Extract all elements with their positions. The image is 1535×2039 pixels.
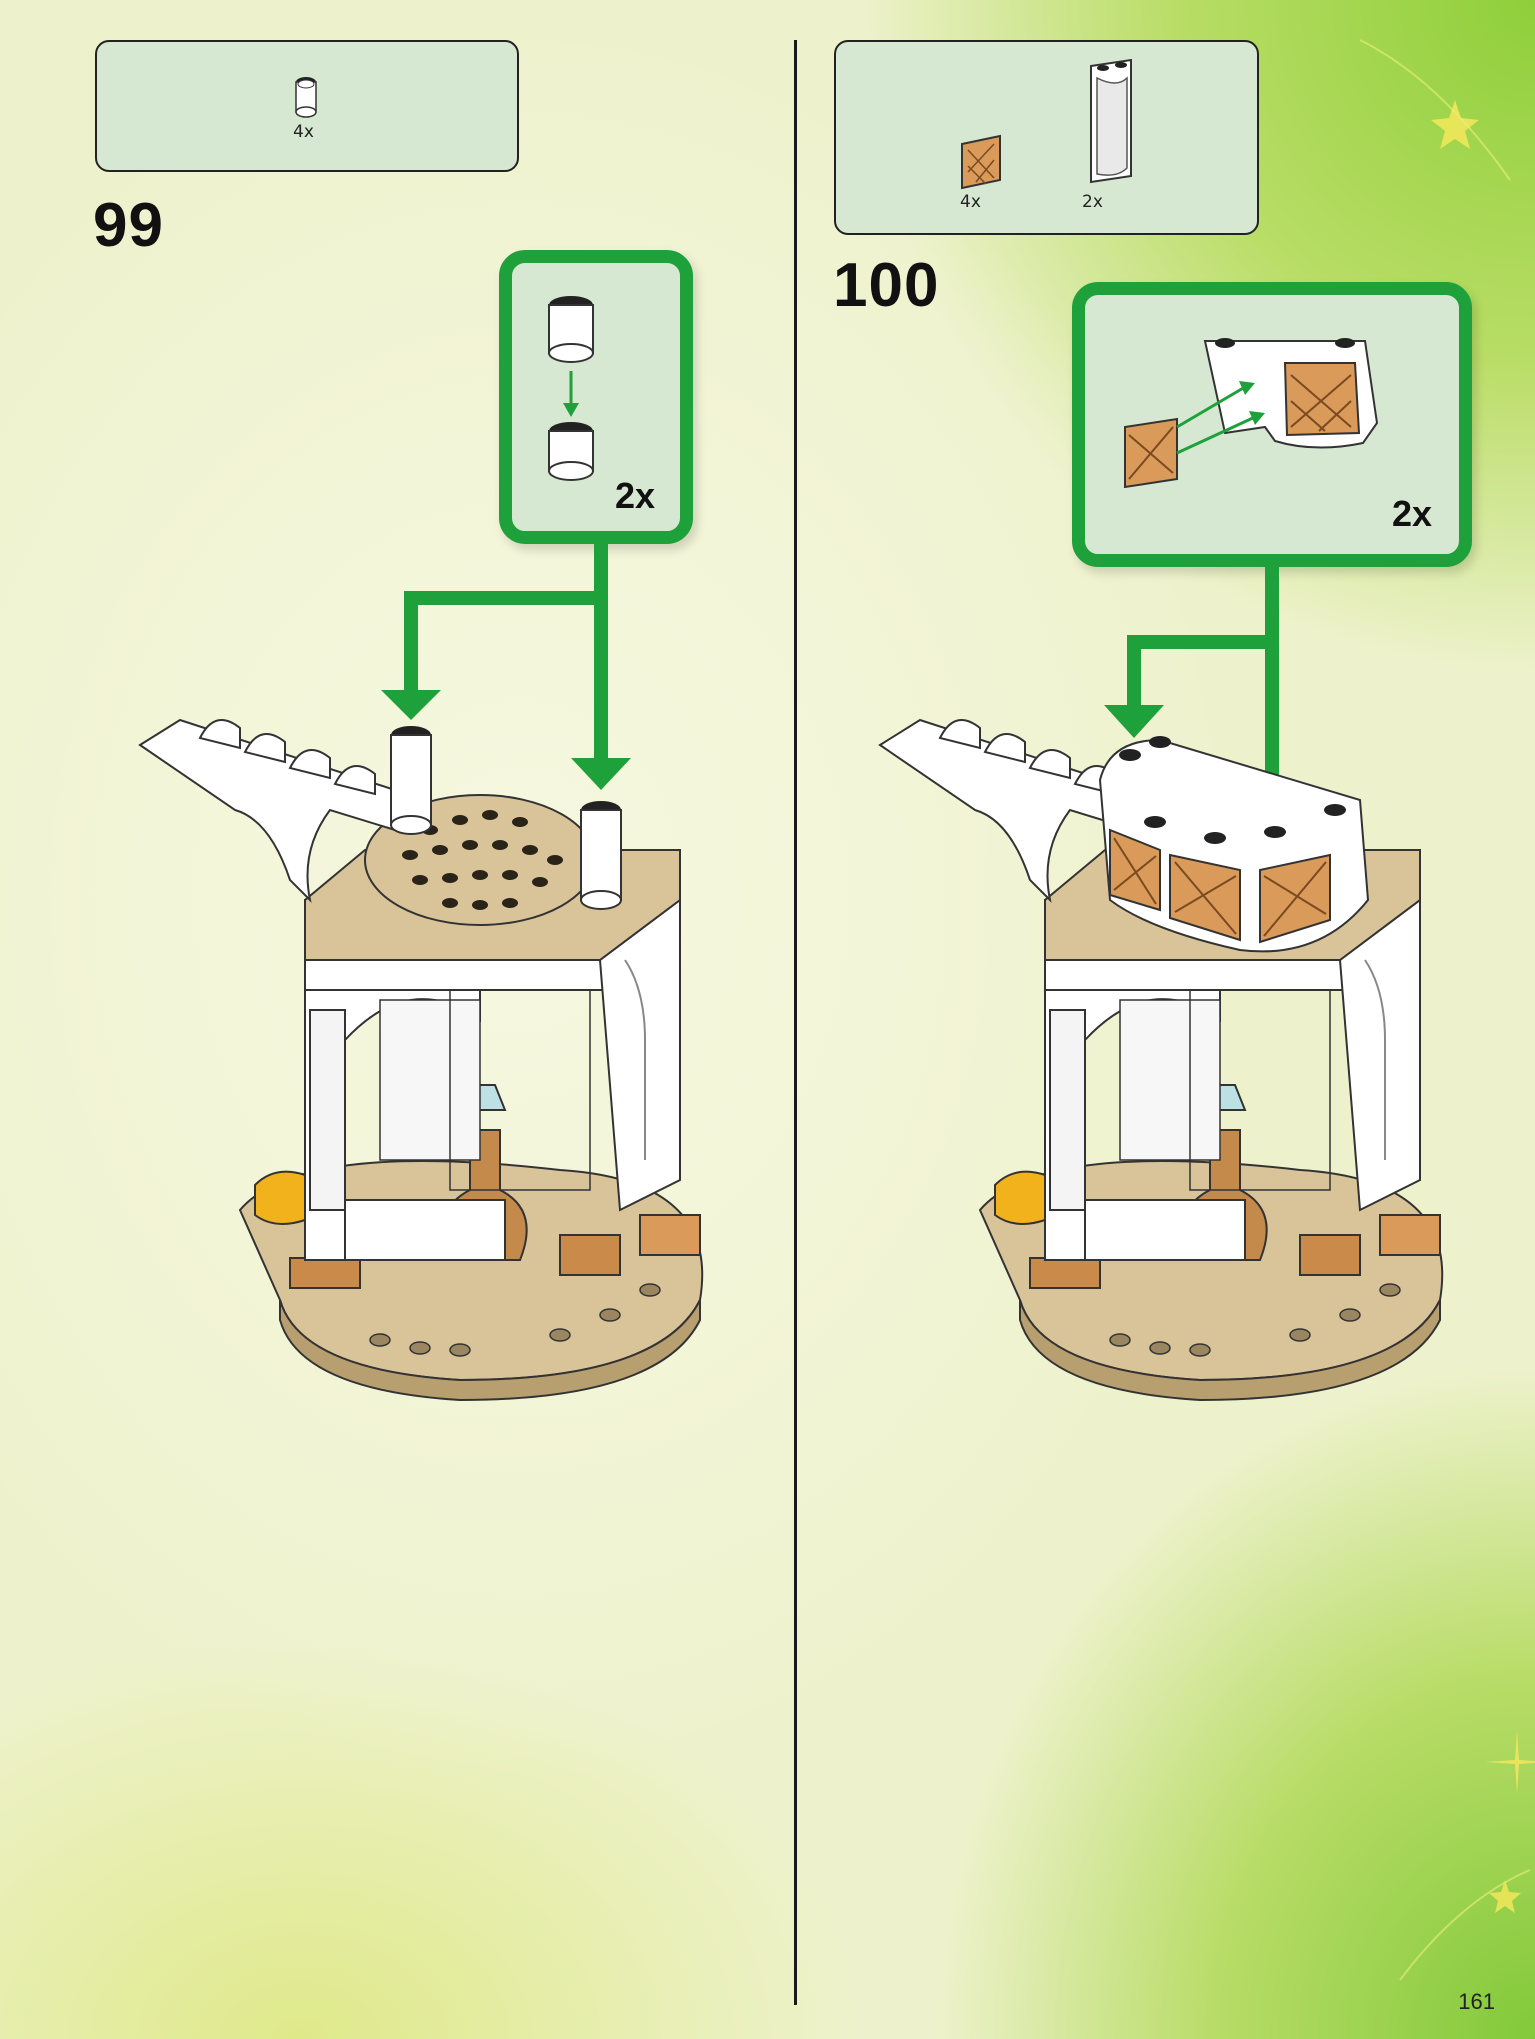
lattice-assembly-icon <box>1124 338 1379 489</box>
round-brick-placed <box>580 801 622 910</box>
sub-assembly-callout-step-100: 2x <box>1072 282 1472 567</box>
star-icon <box>1431 100 1479 149</box>
page-number: 161 <box>1458 1989 1495 2014</box>
part-qty: 2x <box>1082 192 1103 212</box>
callout-qty: 2x <box>615 475 656 516</box>
placement-arrow <box>404 544 608 760</box>
round-brick-placed <box>390 726 432 835</box>
star-icon <box>1485 1730 1535 1794</box>
step-number: 100 <box>833 251 940 320</box>
stack-bricks-icon <box>548 296 594 481</box>
star-icon <box>1489 1880 1521 1913</box>
arrow-head <box>571 758 631 790</box>
callout-qty: 2x <box>1392 493 1433 534</box>
white-round-brick-icon <box>295 77 317 118</box>
curved-white-brick-icon <box>1090 58 1132 184</box>
sub-assembly-callout-step-99: 2x <box>499 250 693 544</box>
part-qty: 4x <box>960 192 981 212</box>
parts-list-step-100: 4x 2x <box>834 40 1259 235</box>
part-qty: 4x <box>293 122 314 142</box>
parts-list-step-99: 4x <box>95 40 519 172</box>
arrow-head <box>1104 705 1164 738</box>
lattice-panel-icon <box>961 134 1001 190</box>
step-number: 99 <box>93 191 164 260</box>
arrow-head <box>381 690 441 720</box>
column-divider <box>794 40 797 2005</box>
